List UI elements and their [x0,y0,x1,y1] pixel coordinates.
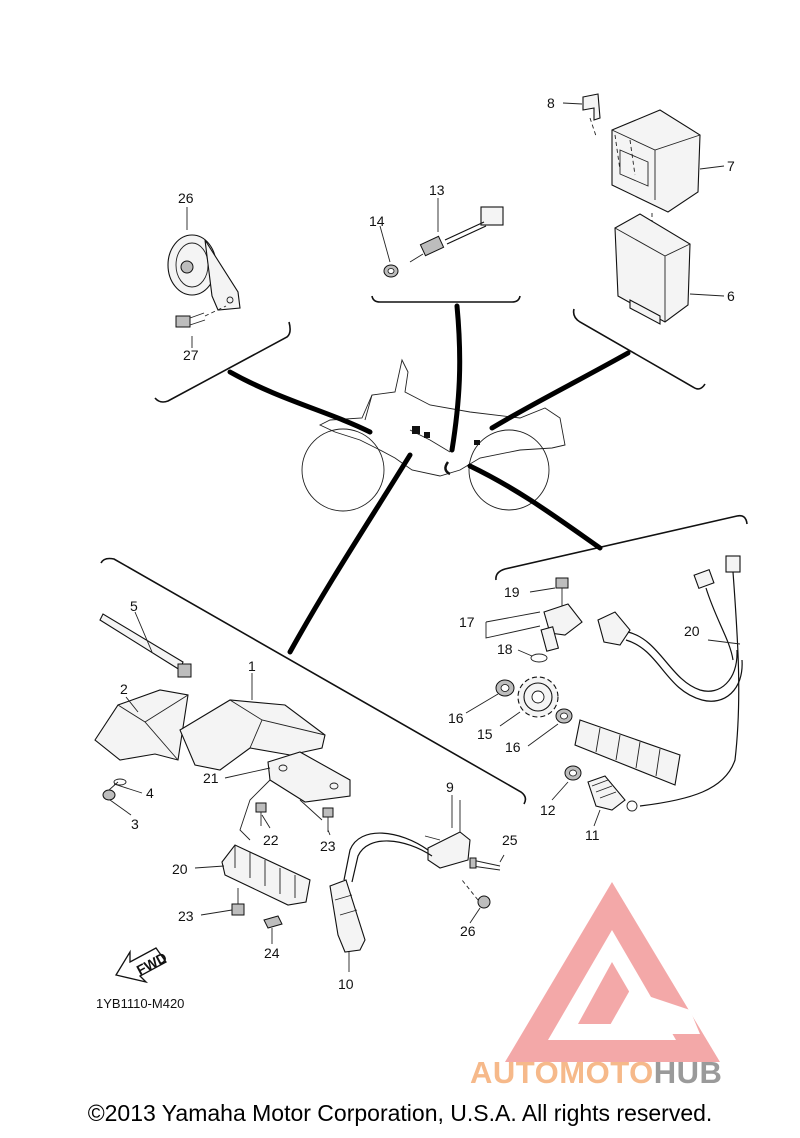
diagram-code: 1YB1110-M420 [96,996,185,1011]
collar-16b [555,708,573,724]
exploded-parts-diagram: FWD 26 27 13 14 8 7 6 5 2 1 4 3 21 9 22 … [94,93,748,1062]
rectifier-21 [221,844,311,906]
callout-16b: 16 [505,739,521,755]
ignition-coil-9 [343,800,471,883]
callout-13: 13 [429,182,445,198]
screw-26 [469,857,501,871]
callout-26: 25 [502,832,518,848]
callout-labels: 26 27 13 14 8 7 6 5 2 1 4 3 21 9 22 23 2… [120,95,735,992]
callout-14: 14 [369,213,385,229]
bolt-24 [231,888,245,916]
callout-4: 4 [146,785,154,801]
callout-24: 23 [178,908,194,924]
horn-28 [167,234,241,311]
bolt-29 [175,305,227,328]
clip-8 [582,93,601,137]
callout-9: 9 [446,779,454,795]
fwd-arrow-icon: FWD [114,947,169,984]
nut-25 [263,915,283,929]
watermark-brand-part2: HUB [653,1055,723,1090]
callout-25: 24 [264,945,280,961]
copyright-notice: ©2013 Yamaha Motor Corporation, U.S.A. A… [87,1100,713,1126]
callout-15: 15 [477,726,493,742]
collar-16a [495,679,515,697]
callout-21: 20 [172,861,188,877]
screw-3 [102,781,119,801]
group-leaders [100,295,748,805]
neutral-switch-11 [587,775,638,812]
cable-tie-5 [99,613,192,678]
gasket-14 [383,264,399,278]
callout-16a: 16 [448,710,464,726]
callout-5: 5 [130,598,138,614]
callout-6: 6 [727,288,735,304]
callout-17: 17 [459,614,475,630]
protector-2 [94,689,189,761]
ecu-6 [614,213,691,325]
callout-10: 10 [338,976,354,992]
callout-18: 18 [497,641,513,657]
callout-23a: 22 [263,832,279,848]
o-ring-18 [530,653,548,663]
callout-22: 21 [203,770,219,786]
watermark-logo [505,882,720,1062]
callout-29: 27 [183,347,199,363]
plug-cap-10 [329,879,366,953]
callout-28: 26 [178,190,194,206]
callout-12: 12 [540,802,556,818]
callout-19: 19 [504,584,520,600]
cover-7 [611,109,701,213]
callout-7: 7 [727,158,735,174]
coil-bracket-22 [239,751,351,841]
motorcycle-silhouette [301,358,566,512]
callout-20: 20 [684,623,700,639]
callout-1: 1 [248,658,256,674]
screw-27 [461,879,491,909]
screw-23a [255,802,267,826]
bracket-1 [179,699,326,771]
speed-sensor-17 [540,603,583,652]
callout-11: 11 [585,827,600,843]
wire-harness-20 [597,555,743,807]
callout-leaders [109,102,741,972]
watermark-brand-part1: AUTOMOTO [470,1055,654,1090]
bolt-19 [555,577,569,606]
callout-3: 3 [131,816,139,832]
shaft [574,719,681,786]
pickup-rotor-15 [517,676,559,718]
screw-23b [322,807,334,832]
washer-12 [564,765,582,781]
callout-27: 26 [460,923,476,939]
washer-4 [113,778,127,786]
callout-8: 8 [547,95,555,111]
watermark-brand: AUTOMOTOHUB [470,1055,722,1091]
callout-23b: 23 [320,838,336,854]
callout-2: 2 [120,681,128,697]
sensor-13 [409,206,504,263]
